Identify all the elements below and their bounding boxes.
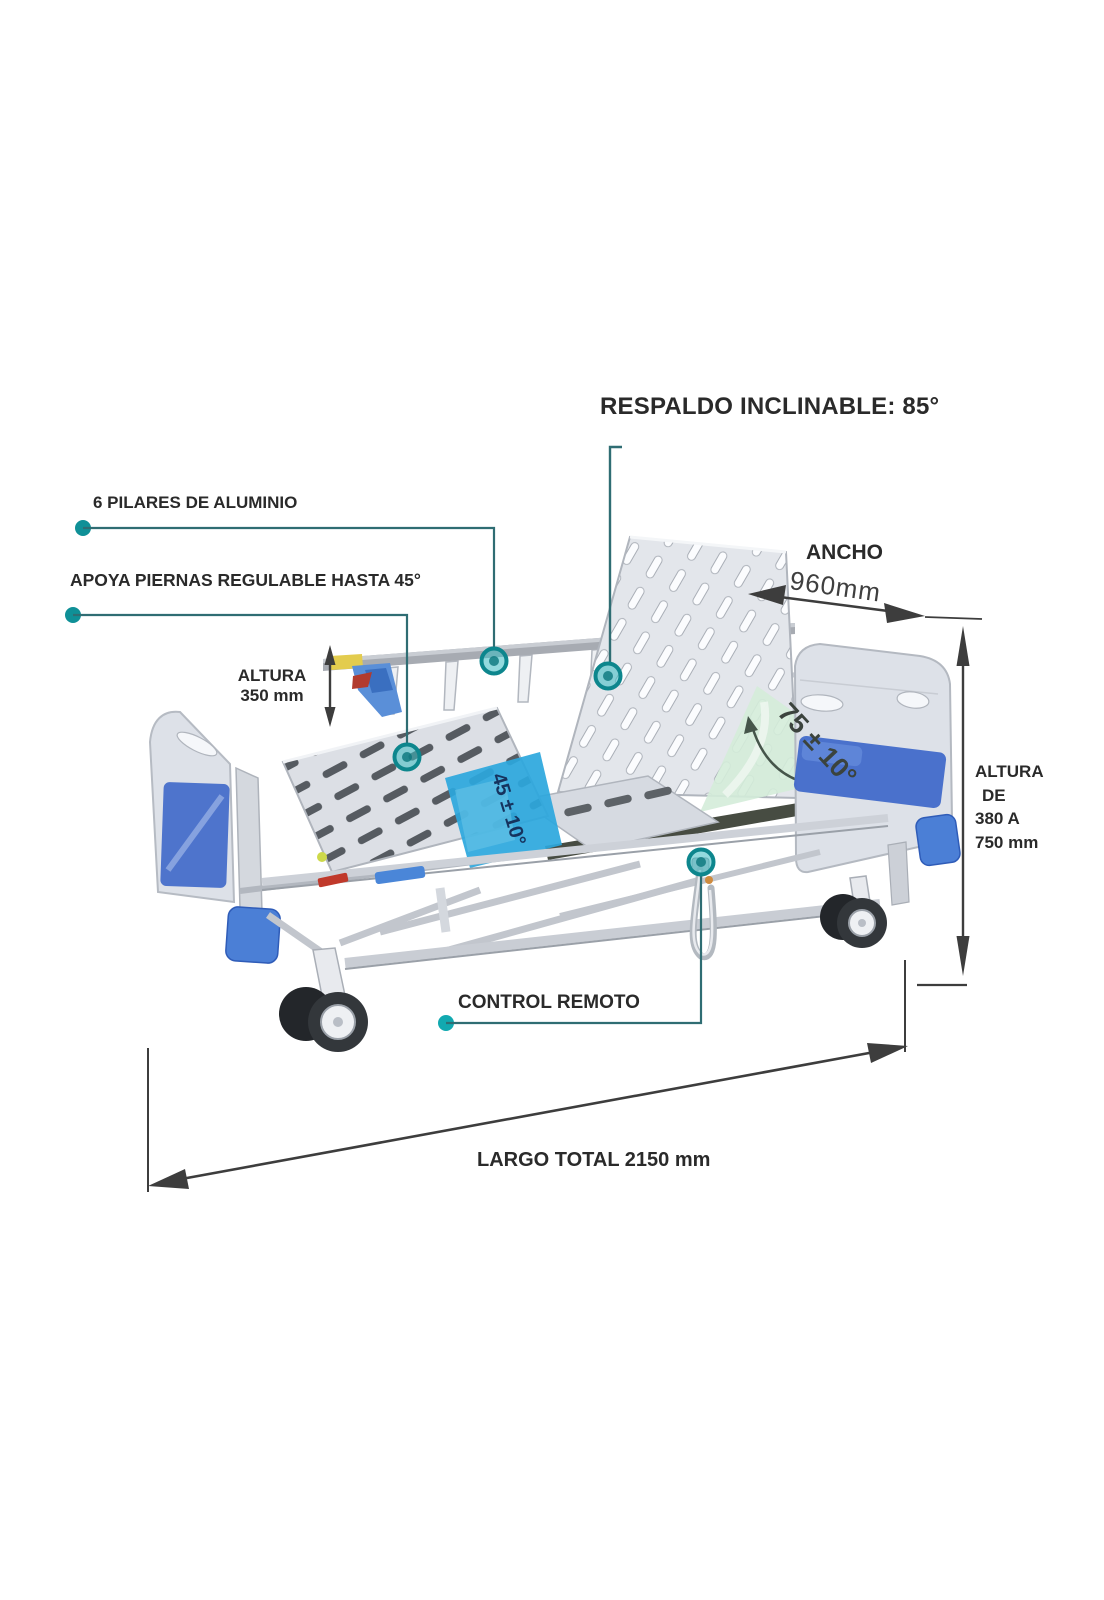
footboard [148,710,281,964]
legrest-angle-highlight [445,752,562,868]
remote-feature-marker-icon [686,847,716,877]
pilares-connector [75,520,496,650]
altura-rango-line2: DE [982,785,1006,805]
ancho-dimension [748,585,983,623]
pilares-aluminio-label: 6 PILARES DE ALUMINIO [93,493,298,512]
ancho-label: ANCHO [806,541,883,564]
lift-mechanism [239,814,889,970]
altura-rail-label: ALTURA 350 mm [228,666,316,705]
largo-total-dimension [147,960,908,1192]
headboard [793,642,961,906]
altura-rango-line3: 380 A [975,809,1020,828]
altura-rango-line1: ALTURA [975,762,1044,781]
altura-rango-dimension [917,626,970,987]
backrest-feature-marker-icon [593,661,623,691]
apoya-connector [65,607,409,746]
respaldo-inclinable-label: RESPALDO INCLINABLE: 85° [600,393,940,420]
legrest-feature-marker-icon [392,742,422,772]
seat-panel [518,775,720,851]
altura-350-dimension [324,645,336,727]
altura-rail-line1: ALTURA [237,666,307,685]
rail-feature-marker-icon [479,646,509,676]
right-caster-icon [820,875,887,948]
left-caster-icon [279,947,368,1052]
control-connector [438,875,703,1031]
respaldo-connector [608,445,622,664]
control-remoto-label: CONTROL REMOTO [458,992,640,1013]
apoya-piernas-label: APOYA PIERNAS REGULABLE HASTA 45° [70,570,421,590]
altura-rail-line2: 350 mm [240,685,304,705]
altura-rango-label: ALTURA DE 380 A 750 mm [975,760,1044,854]
largo-total-label: LARGO TOTAL 2150 mm [477,1149,711,1171]
altura-rango-line4: 750 mm [975,832,1039,852]
